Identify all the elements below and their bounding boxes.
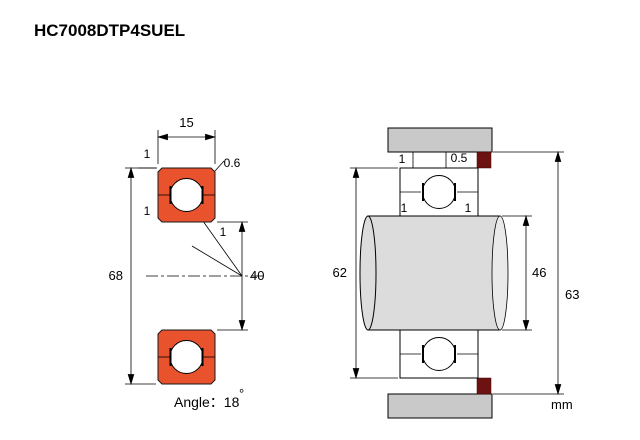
housing-bottom [387, 393, 493, 419]
chamfer-top-left-label-right-view: 1 [399, 152, 406, 166]
chamfer-contact-label: 1 [220, 225, 227, 239]
unit-label: mm [551, 397, 573, 412]
ball-top-right-view [422, 175, 456, 209]
ball-top [169, 178, 204, 212]
contact-angle-line-2 [191, 245, 243, 277]
dim-outer-label: 68 [109, 268, 123, 283]
drawing-title: HC7008DTP4SUEL [34, 21, 185, 40]
dim-shaft-shoulder-label: 46 [532, 265, 546, 280]
chamfer-top-left-label: 1 [144, 147, 151, 161]
dim-housing-shoulder-label: 63 [565, 287, 579, 302]
ball-bottom [169, 340, 204, 374]
dim-housing-bore-label: 62 [333, 265, 347, 280]
chamfer-inner-left-label: 1 [144, 204, 151, 218]
contact-angle-degree: ° [239, 386, 244, 401]
mounting-view: 1 0.5 1 1 62 46 63 [333, 127, 579, 419]
ball-bottom-right-view [422, 337, 456, 371]
chamfer-mid-left-label: 1 [401, 201, 408, 215]
cross-section-view: 15 1 0.6 1 1 68 40 Angle：18 ° [109, 115, 265, 410]
shaft-body [367, 215, 501, 331]
dim-bore-label: 40 [250, 268, 264, 283]
contact-angle-label: Angle：18 [174, 394, 240, 410]
housing-top [387, 127, 493, 153]
seal-bottom [476, 377, 492, 395]
chamfer-mid-right-label: 1 [465, 201, 472, 215]
dim-width-label: 15 [179, 115, 193, 130]
shaft-end-left [359, 215, 377, 331]
seal-top [476, 151, 492, 169]
chamfer-top-right-label: 0.6 [224, 156, 241, 170]
shaft-end-right [491, 215, 509, 331]
leader-line [214, 160, 225, 172]
chamfer-top-right-label-right-view: 0.5 [451, 151, 468, 165]
